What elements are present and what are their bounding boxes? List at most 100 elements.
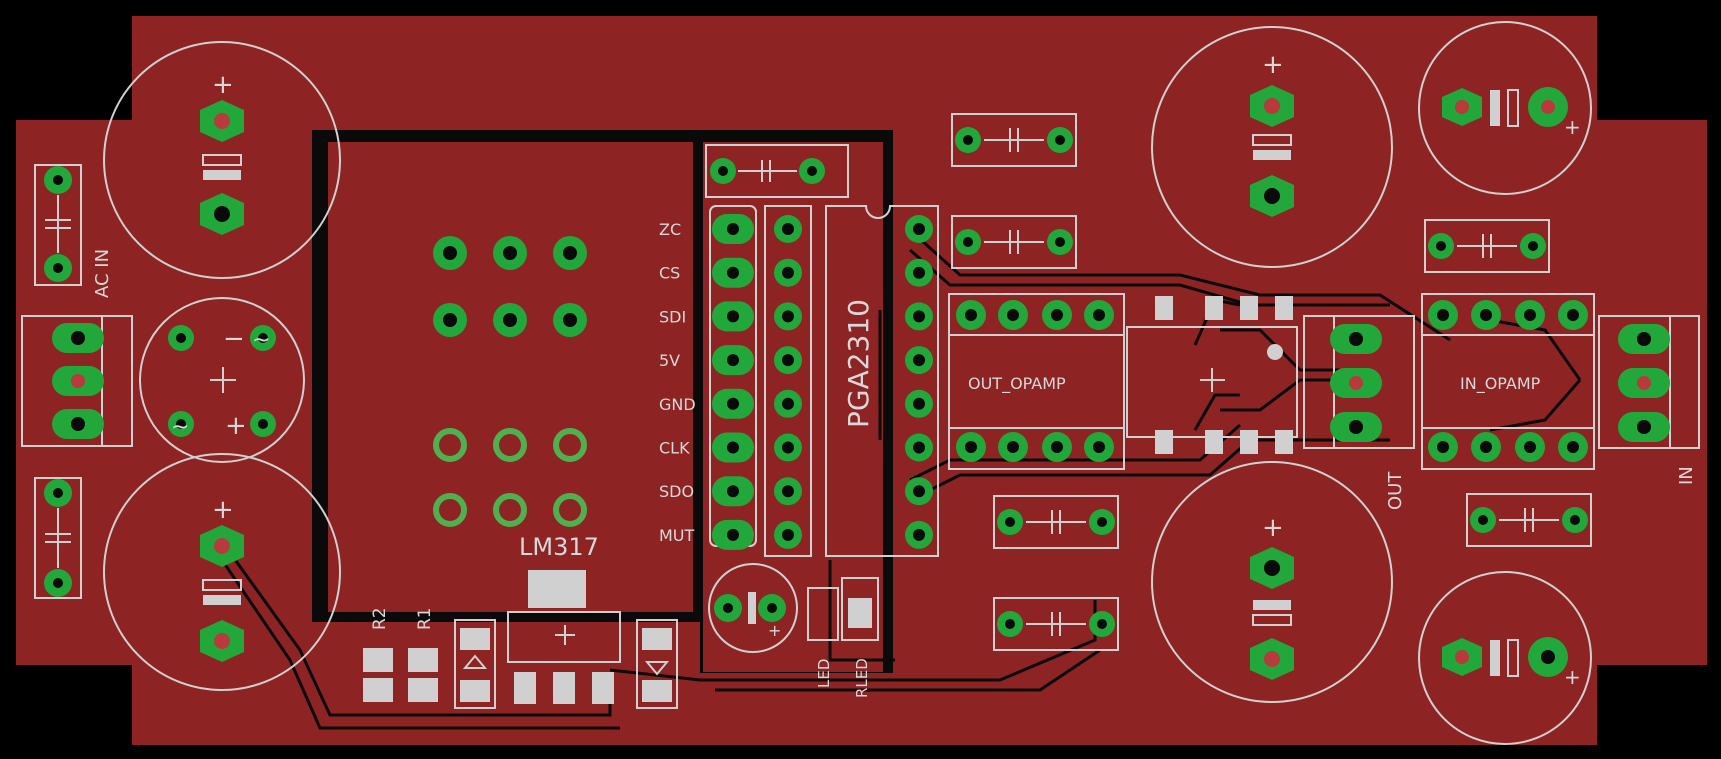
header-pin-label: CLK bbox=[659, 439, 690, 458]
header-pin-pad-inner-drill bbox=[782, 223, 794, 235]
module-pads bbox=[433, 236, 587, 527]
pga2310-pad-drill bbox=[913, 354, 925, 367]
rled-label: RLED bbox=[853, 658, 871, 698]
plus-mark: + bbox=[1262, 50, 1284, 80]
in-opamp-pad-drill bbox=[1567, 441, 1579, 453]
film-cap-pad-drill bbox=[1055, 237, 1065, 247]
corner-cut-bl bbox=[16, 665, 132, 745]
header-pins-column bbox=[709, 205, 812, 557]
large-cap-pads bbox=[200, 85, 1568, 680]
out-opamp-label: OUT_OPAMP bbox=[968, 374, 1066, 394]
out-opamp-pad-drill bbox=[1051, 309, 1063, 321]
film-cap-outline bbox=[1424, 219, 1550, 273]
header-pin-label: SDI bbox=[659, 307, 686, 326]
pga2310-pad-drill bbox=[913, 266, 925, 279]
pga2310-label: PGA2310 bbox=[842, 299, 875, 428]
in-opamp-pad-drill bbox=[1567, 309, 1579, 321]
film-cap-outline bbox=[951, 113, 1077, 167]
r1-label: R1 bbox=[415, 607, 435, 630]
out-label: OUT bbox=[1385, 471, 1406, 510]
header-pin-pad-inner-drill bbox=[782, 441, 794, 454]
led-area bbox=[708, 563, 879, 653]
header-pin-pad-inner-drill bbox=[782, 397, 794, 410]
r2-label: R2 bbox=[370, 607, 390, 630]
out-opamp-pad-drill bbox=[1051, 441, 1063, 453]
silkscreen-labels: AC IN LM317 PGA2310 OUT_OPAMP IN_OPAMP O… bbox=[92, 220, 1697, 698]
large-capacitors bbox=[103, 21, 1592, 745]
tilde-mark: ~ bbox=[252, 328, 270, 353]
film-cap-pad-drill bbox=[1097, 619, 1107, 629]
in-opamp-pad-drill bbox=[1437, 309, 1449, 321]
in-opamp-pad-drill bbox=[1524, 441, 1536, 453]
pga2310-pad-drill bbox=[913, 441, 925, 454]
pga2310-pad-drill bbox=[913, 485, 925, 498]
header-pin-drill bbox=[727, 266, 739, 279]
in-opamp-label: IN_OPAMP bbox=[1460, 374, 1541, 394]
header-pin-pad-inner-drill bbox=[782, 266, 794, 279]
plus-mark: + bbox=[1262, 513, 1284, 543]
header-pin-drill bbox=[727, 310, 739, 323]
plus-mark: + bbox=[1564, 665, 1581, 689]
lm317-label: LM317 bbox=[519, 533, 599, 561]
header-cap bbox=[705, 144, 849, 198]
in-opamp-pad-drill bbox=[1524, 309, 1536, 321]
ac-in-terminal bbox=[21, 315, 133, 447]
in-opamp-pad-drill bbox=[1480, 309, 1492, 321]
header-pin-drill bbox=[727, 397, 739, 410]
traces bbox=[220, 228, 1582, 730]
bridge-rectifier bbox=[168, 325, 276, 437]
plus-mark: + bbox=[212, 495, 234, 525]
resistors-diodes bbox=[363, 619, 678, 709]
small-caps-left bbox=[34, 164, 82, 599]
header-pin-label: 5V bbox=[659, 351, 680, 370]
header-pin-pad-inner-drill bbox=[782, 354, 794, 367]
pga2310-pad-drill bbox=[913, 223, 925, 235]
plus-mark: + bbox=[212, 70, 234, 100]
film-cap-outline bbox=[1466, 493, 1592, 547]
film-cap-pad-drill bbox=[963, 135, 973, 145]
ac-in-label: AC IN bbox=[92, 249, 113, 298]
lm317-regulator bbox=[507, 570, 621, 704]
pga2310-pad-drill bbox=[913, 310, 925, 323]
header-pin-label: SDO bbox=[659, 482, 694, 501]
in-opamp-pad-drill bbox=[1480, 441, 1492, 453]
header-pin-drill bbox=[727, 223, 739, 235]
film-cap-pad-drill bbox=[1478, 515, 1488, 525]
tilde-mark: ~ bbox=[171, 415, 189, 440]
header-pin-pad-inner-drill bbox=[782, 310, 794, 323]
header-pin-label: GND bbox=[659, 395, 696, 414]
header-pin-drill bbox=[727, 528, 739, 541]
small-caps-right bbox=[951, 113, 1592, 651]
out-opamp-pad-drill bbox=[1007, 441, 1019, 453]
corner-cut-tl bbox=[16, 16, 132, 120]
opamp-footprints bbox=[948, 293, 1595, 470]
film-cap-pad-drill bbox=[963, 237, 973, 247]
out-opamp-pad-drill bbox=[1093, 441, 1105, 453]
header-pin-label: ZC bbox=[659, 220, 681, 239]
header-pin-pad-inner-drill bbox=[782, 528, 794, 541]
header-pin-label: MUT bbox=[659, 526, 695, 545]
film-cap-outline bbox=[993, 495, 1119, 549]
module-copper bbox=[328, 142, 693, 612]
out-opamp-pad-drill bbox=[1093, 309, 1105, 321]
minus-mark: − bbox=[223, 324, 245, 354]
led-label: LED bbox=[815, 659, 833, 688]
header-pin-drill bbox=[727, 485, 739, 498]
pga2310-chip bbox=[825, 205, 939, 557]
pga2310-pad-drill bbox=[913, 397, 925, 410]
film-cap-outline bbox=[993, 597, 1119, 651]
film-cap-pad-drill bbox=[1528, 241, 1538, 251]
header-pin-label: CS bbox=[659, 264, 680, 283]
polarity-marks: + + + + + + − + ~ ~ + bbox=[171, 50, 1581, 689]
out-opamp-pad-drill bbox=[965, 309, 977, 321]
out-in-terminals bbox=[1303, 315, 1700, 449]
film-cap-pad-drill bbox=[1436, 241, 1446, 251]
pga2310-pad-drill bbox=[913, 528, 925, 541]
corner-cut-tr bbox=[1597, 16, 1707, 120]
plus-mark: + bbox=[1564, 115, 1581, 139]
out-opamp-pad-drill bbox=[1007, 309, 1019, 321]
plus-mark: + bbox=[768, 621, 781, 640]
plus-mark: + bbox=[225, 411, 247, 441]
corner-cut-br bbox=[1597, 665, 1707, 745]
